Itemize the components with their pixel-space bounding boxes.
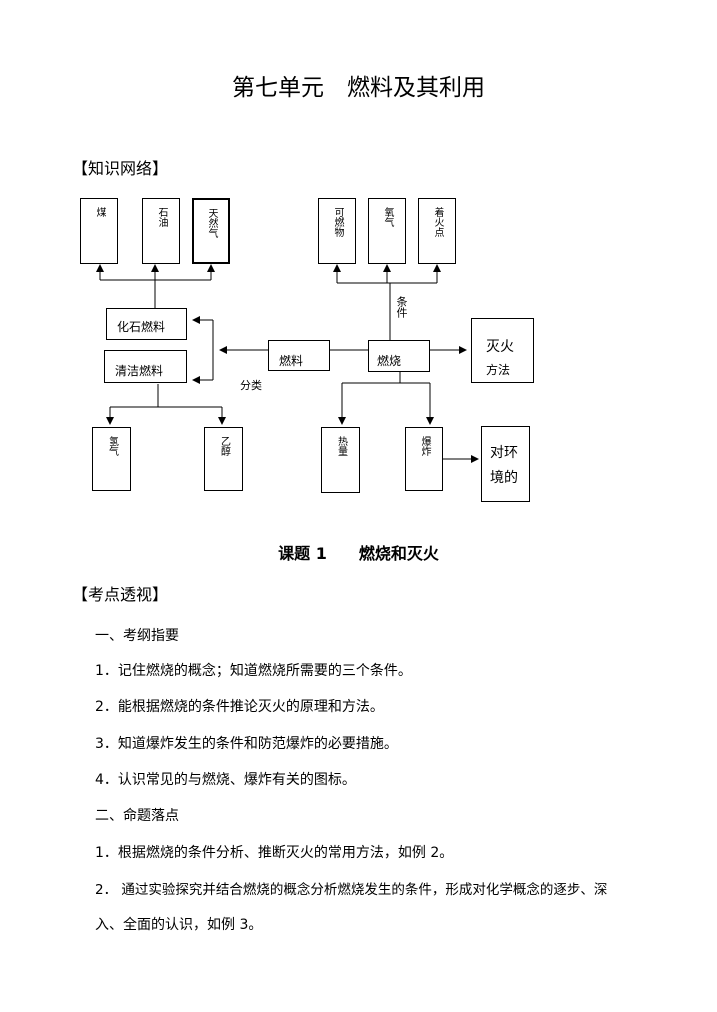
knowledge-diagram-lines [96,264,479,463]
fossil-fuel-box: 化石燃料 [106,308,187,340]
fuel-box: 燃料 [268,340,330,371]
fuel-label: 燃料 [279,354,304,368]
focus-item-1: 1．根据燃烧的条件分析、推断灭火的常用方法，如例 2。 [95,845,454,861]
ethanol-box: 乙醇 [204,427,243,491]
explosion-label: 爆炸 [419,436,430,456]
heat-label: 热量 [335,436,347,456]
hydrogen-box: 氢气 [92,427,131,491]
environment-line2: 境的 [490,470,518,486]
environment-line1: 对环 [490,445,518,461]
outline-item-4: 4．认识常见的与燃烧、爆炸有关的图标。 [95,772,356,788]
focus-item-2-continued: 入、全面的认识，如例 3。 [95,917,263,933]
focus-heading: 二、命题落点 [95,808,179,824]
ignition-point-label: 着火点 [432,207,443,237]
combustible-box: 可燃物 [318,198,356,264]
oxygen-label: 氧气 [382,207,393,227]
extinguish-box: 灭火 方法 [471,318,534,383]
oxygen-box: 氧气 [368,198,406,264]
combustible-label: 可燃物 [332,207,343,237]
knowledge-network-heading: 【知识网络】 [72,159,169,178]
oil-box: 石油 [142,198,180,264]
natural-gas-label: 天然气 [206,208,217,238]
focus-item-2: 2． 通过实验探究并结合燃烧的概念分析燃烧发生的条件，形成对化学概念的逐步、深 [95,882,608,898]
outline-item-2: 2．能根据燃烧的条件推论灭火的原理和方法。 [95,699,384,715]
exam-points-heading: 【考点透视】 [72,585,169,604]
clean-fuel-label: 清洁燃料 [115,364,164,378]
outline-item-3: 3．知道爆炸发生的条件和防范爆炸的必要措施。 [95,736,398,752]
extinguish-line1: 灭火 [486,339,514,355]
fossil-fuel-label: 化石燃料 [117,320,166,334]
lesson-title: 课题 1 燃烧和灭火 [278,544,439,563]
combustion-box: 燃烧 [368,340,430,372]
oil-label: 石油 [156,207,167,227]
outline-item-1: 1．记住燃烧的概念；知道燃烧所需要的三个条件。 [95,663,412,679]
condition-label: 条件 [395,296,408,318]
environment-box: 对环 境的 [481,426,530,502]
coal-label: 煤 [94,207,105,217]
outline-heading: 一、考纲指要 [95,628,179,644]
classify-label: 分类 [240,379,262,392]
hydrogen-label: 氢气 [106,436,118,456]
explosion-box: 爆炸 [405,427,443,491]
clean-fuel-box: 清洁燃料 [104,350,187,383]
page-title: 第七单元 燃料及其利用 [232,75,485,101]
ignition-point-box: 着火点 [418,198,456,264]
combustion-label: 燃烧 [377,354,402,368]
heat-box: 热量 [321,427,360,493]
extinguish-line2: 方法 [486,363,511,377]
ethanol-label: 乙醇 [218,436,230,456]
natural-gas-box: 天然气 [192,198,230,264]
coal-box: 煤 [80,198,118,264]
